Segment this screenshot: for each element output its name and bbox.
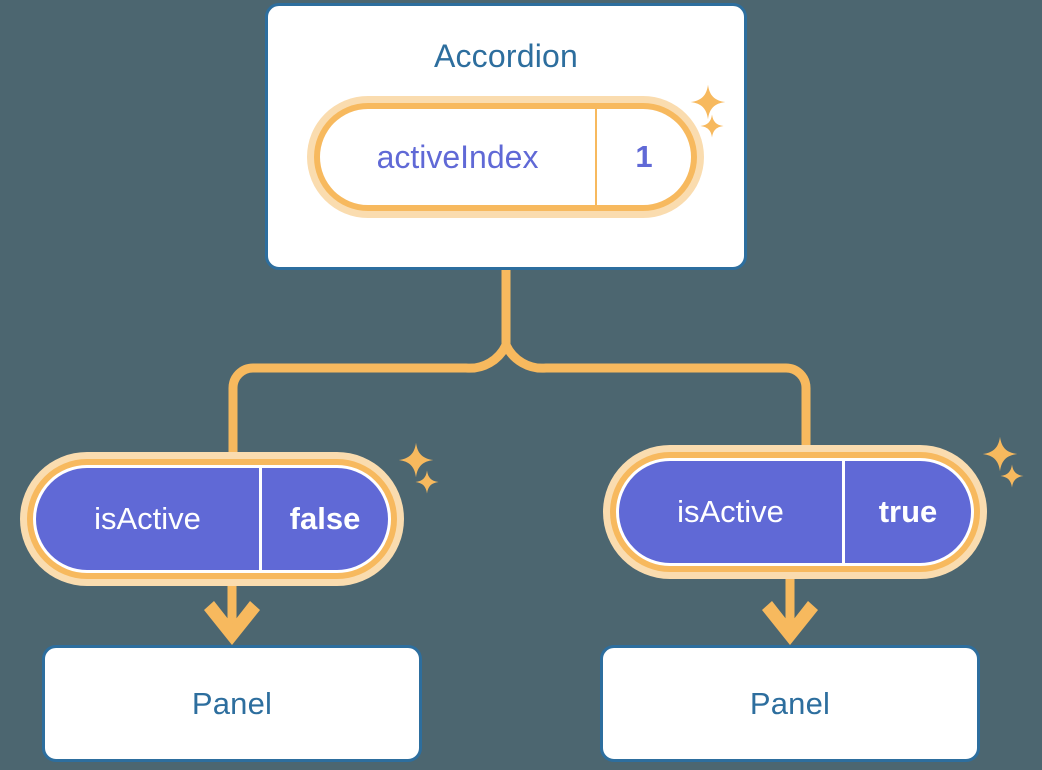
panel-card-left[interactable]: Panel: [42, 645, 422, 762]
sparkle-icon: [982, 436, 1018, 472]
arrow-down-icon-left: [204, 586, 260, 645]
state-badge-ring: activeIndex 1: [314, 103, 697, 211]
state-badge-body: isActive false: [33, 465, 391, 573]
state-value-label: 1: [635, 139, 653, 174]
state-badge-active-index[interactable]: activeIndex 1: [307, 96, 704, 218]
state-badge-body: activeIndex 1: [320, 109, 691, 205]
panel-label: Panel: [191, 685, 273, 721]
state-key-label: isActive: [619, 461, 845, 563]
state-badge-is-active-right[interactable]: isActive true: [603, 445, 987, 579]
sparkle-icon: [398, 442, 434, 478]
state-key-label: activeIndex: [320, 109, 597, 205]
sparkle-icon: [415, 470, 439, 494]
state-badge-body: isActive true: [616, 458, 974, 566]
state-badge-ring: isActive true: [610, 452, 980, 572]
state-badge-ring: isActive false: [27, 459, 397, 579]
sparkle-icon: [1000, 464, 1024, 488]
arrow-down-icon-right: [762, 579, 818, 645]
panel-label: Panel: [749, 685, 831, 721]
state-value-label: false: [289, 501, 361, 536]
page-title: Accordion: [433, 38, 579, 74]
state-badge-is-active-left[interactable]: isActive false: [20, 452, 404, 586]
state-key-label: isActive: [36, 468, 262, 570]
state-value-label: true: [878, 494, 938, 529]
panel-card-right[interactable]: Panel: [600, 645, 980, 762]
